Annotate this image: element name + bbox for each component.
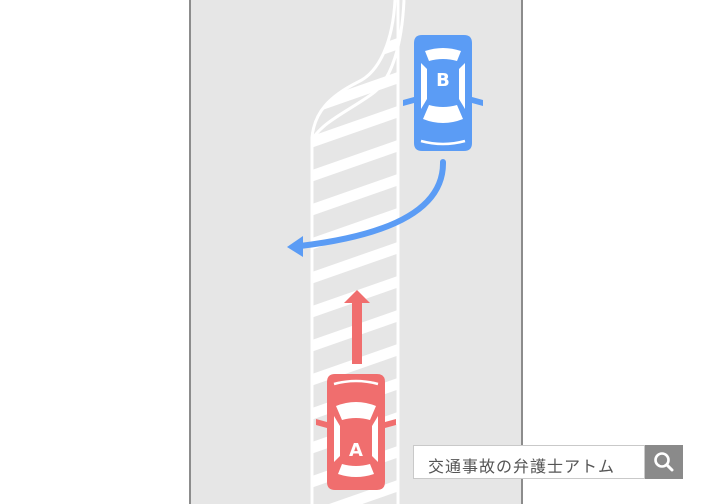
zone-taper-line (310, 0, 406, 141)
car-b-arrowhead (287, 236, 303, 257)
search-icon (654, 452, 674, 472)
zone-outer-line (310, 0, 397, 504)
car-b-label: B (436, 70, 450, 91)
car-a-arrowhead (344, 290, 370, 303)
car-b-path-arrow (297, 159, 447, 249)
car-a-path-arrow (352, 302, 362, 364)
search-text: 交通事故の弁護士アトム (428, 457, 616, 476)
search-button[interactable] (645, 445, 683, 479)
car-b (403, 35, 483, 151)
search-box[interactable]: 交通事故の弁護士アトム (413, 445, 645, 479)
car-a (316, 374, 396, 490)
car-a-label: A (349, 440, 363, 461)
